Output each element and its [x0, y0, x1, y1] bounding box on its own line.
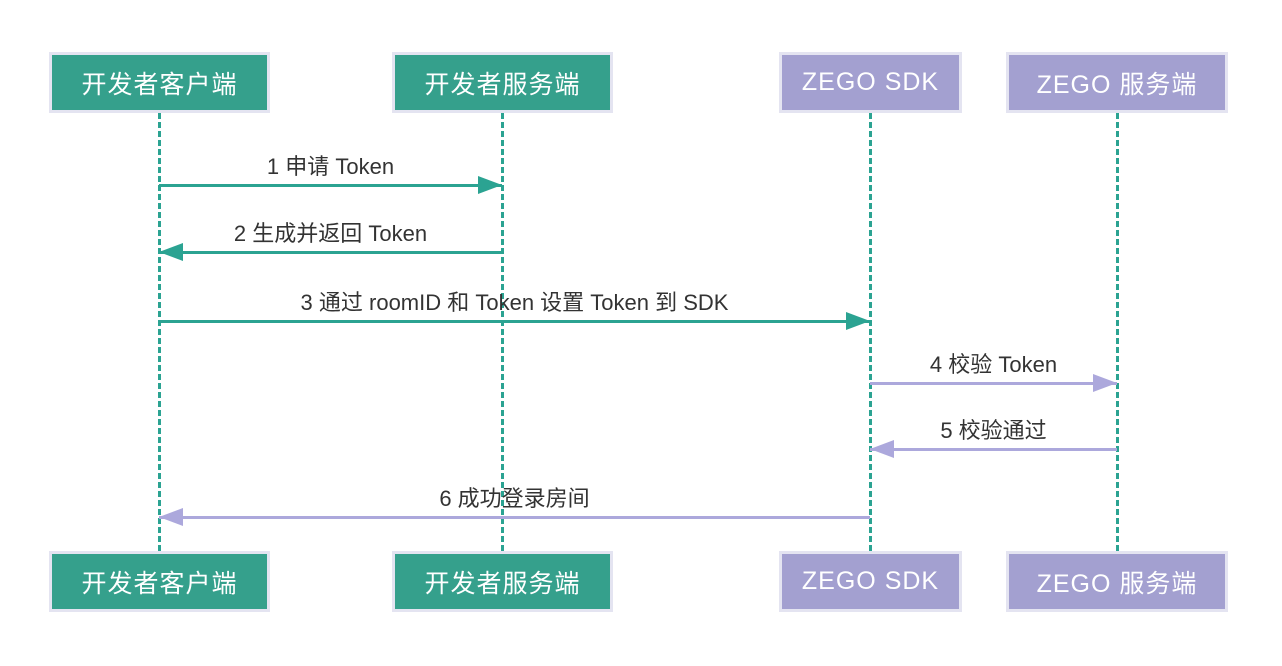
participant-zego-sdk-top: ZEGO SDK — [779, 52, 962, 113]
message-4: 4 校验 Token — [870, 345, 1117, 393]
message-2-line — [159, 251, 502, 254]
participant-zego-server-bottom: ZEGO 服务端 — [1006, 551, 1228, 612]
lifeline-developer-server — [501, 113, 504, 551]
arrowhead-left-icon — [870, 440, 894, 458]
message-5-label: 5 校验通过 — [940, 418, 1047, 443]
lifeline-zego-sdk — [869, 113, 872, 551]
participant-zego-sdk-bottom: ZEGO SDK — [779, 551, 962, 612]
message-1-label: 1 申请 Token — [266, 154, 395, 179]
message-5-line — [870, 448, 1117, 451]
message-1-line — [159, 184, 502, 187]
participant-zego-server-top: ZEGO 服务端 — [1006, 52, 1228, 113]
message-5: 5 校验通过 — [870, 411, 1117, 459]
message-1: 1 申请 Token — [159, 147, 502, 195]
participant-developer-server-top: 开发者服务端 — [392, 52, 613, 113]
lifeline-developer-client — [158, 113, 161, 551]
arrowhead-left-icon — [159, 243, 183, 261]
message-4-line — [870, 382, 1117, 385]
arrowhead-right-icon — [846, 312, 870, 330]
message-4-label: 4 校验 Token — [929, 352, 1058, 377]
message-2-label: 2 生成并返回 Token — [233, 221, 428, 246]
message-3: 3 通过 roomID 和 Token 设置 Token 到 SDK — [159, 283, 870, 331]
message-6-label: 6 成功登录房间 — [439, 486, 590, 511]
message-3-label: 3 通过 roomID 和 Token 设置 Token 到 SDK — [300, 290, 729, 315]
arrowhead-right-icon — [1093, 374, 1117, 392]
participant-developer-client-top: 开发者客户端 — [49, 52, 270, 113]
message-6: 6 成功登录房间 — [159, 479, 870, 527]
arrowhead-left-icon — [159, 508, 183, 526]
lifeline-zego-server — [1116, 113, 1119, 551]
participant-developer-client-bottom: 开发者客户端 — [49, 551, 270, 612]
message-6-line — [159, 516, 870, 519]
message-2: 2 生成并返回 Token — [159, 214, 502, 262]
arrowhead-right-icon — [478, 176, 502, 194]
participant-developer-server-bottom: 开发者服务端 — [392, 551, 613, 612]
message-3-line — [159, 320, 870, 323]
